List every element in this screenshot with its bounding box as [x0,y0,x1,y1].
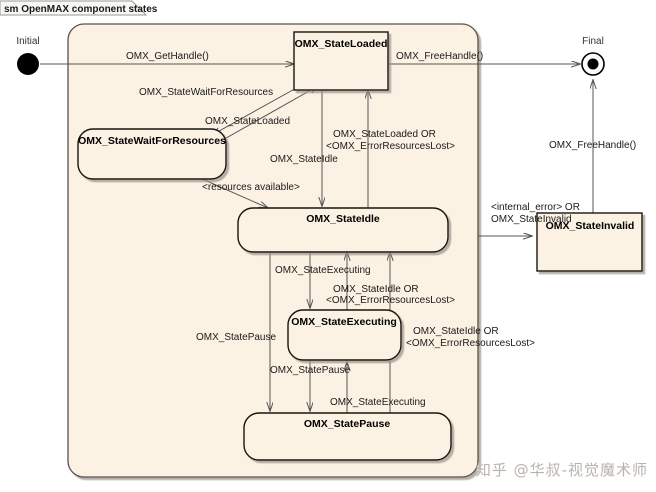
transition-label-t14: <internal_error> OR [491,202,580,213]
transition-labels: OMX_GetHandle() OMX_FreeHandle() OMX_Sta… [126,51,636,408]
state-label-pause: OMX_StatePause [304,418,391,430]
transition-label-t11: OMX_StateIdle OR [413,326,499,337]
state-label-invalid: OMX_StateInvalid [546,220,635,232]
transition-label-t12: OMX_StatePause [270,365,350,376]
transition-label-t8: OMX_StateExecuting [275,265,371,276]
state-node-invalid[interactable]: OMX_StateInvalid [536,212,643,272]
state-node-pause[interactable]: OMX_StatePause [243,412,452,461]
transition-label-t14b: OMX_StateInvalid [491,214,572,225]
state-label-executing: OMX_StateExecuting [291,316,397,328]
transition-label-t4: OMX_StateLoaded [205,116,290,127]
initial-node-label: Initial [16,36,39,47]
state-label-idle: OMX_StateIdle [306,213,380,225]
transition-label-t13: OMX_StateExecuting [330,397,426,408]
state-node-executing[interactable]: OMX_StateExecuting [287,309,402,361]
transition-label-t5: <resources available> [202,182,300,193]
final-node-label: Final [582,36,604,47]
transition-label-t7: OMX_StateLoaded OR [333,129,436,140]
transition-label-t9: OMX_StateIdle OR [333,284,419,295]
state-node-loaded[interactable]: OMX_StateLoaded [293,31,389,91]
state-node-waitresources[interactable]: OMX_StateWaitForResources [77,128,227,180]
final-node[interactable]: Final [581,36,605,76]
transition-label-t6: OMX_StateIdle [270,154,338,165]
initial-node[interactable]: Initial [16,36,40,75]
diagram-title-tab: sm OpenMAX component states [0,0,158,16]
diagram-title: sm OpenMAX component states [4,4,158,15]
transition-label-t7b: <OMX_ErrorResourcesLost> [326,141,455,152]
state-label-waitresources: OMX_StateWaitForResources [78,135,226,147]
transition-label-t11b: <OMX_ErrorResourcesLost> [406,338,535,349]
transition-label-t9b: <OMX_ErrorResourcesLost> [326,295,455,306]
state-label-loaded: OMX_StateLoaded [295,38,388,50]
transition-label-t1: OMX_GetHandle() [126,51,209,62]
transition-label-t10: OMX_StatePause [196,332,276,343]
transition-line-t5 [199,177,268,208]
transition-label-t2: OMX_FreeHandle() [396,51,483,62]
state-node-idle[interactable]: OMX_StateIdle [237,207,449,253]
transition-line-t3 [212,85,301,135]
transition-label-t3: OMX_StateWaitForResources [139,87,273,98]
transition-label-t15: OMX_FreeHandle() [549,140,636,151]
